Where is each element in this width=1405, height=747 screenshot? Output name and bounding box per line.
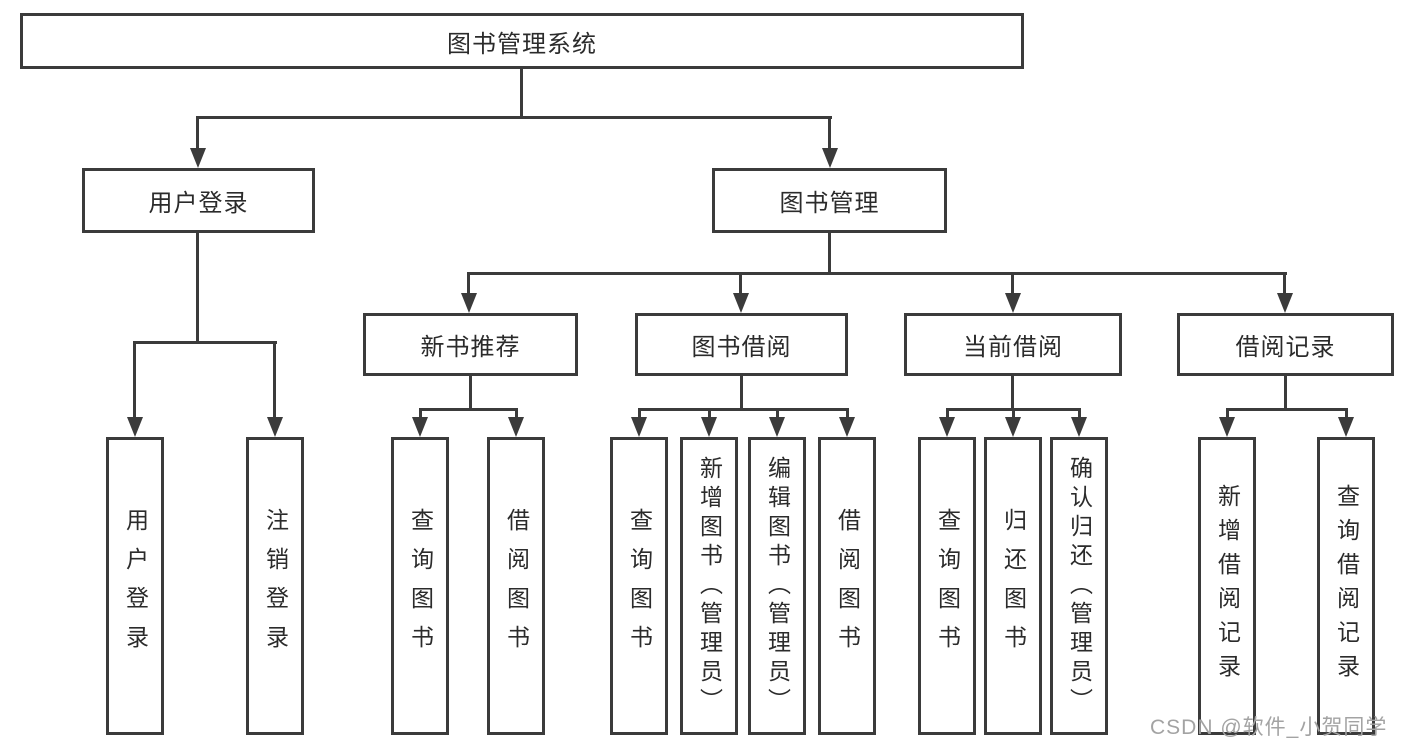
leaf-borrow-books-borrowing: 借阅图书 (818, 437, 876, 735)
connector-line (1012, 408, 1015, 420)
connector-line (1226, 408, 1229, 420)
connector-line (196, 116, 199, 152)
connector-line (469, 376, 472, 411)
connector-line (133, 341, 277, 344)
leaf-confirm-return-admin: 确认归还（管理员） (1050, 437, 1108, 735)
leaf-user-login: 用户登录 (106, 437, 164, 735)
connector-line (1283, 272, 1286, 297)
leaf-query-books-current: 查询图书 (918, 437, 976, 735)
leaf-edit-books-admin: 编辑图书（管理员） (748, 437, 806, 735)
leaf-query-borrow-record: 查询借阅记录 (1317, 437, 1375, 735)
connector-line (1284, 376, 1287, 411)
connector-line (739, 272, 742, 297)
node-library-system: 图书管理系统 (20, 13, 1024, 69)
arrow-down-icon (461, 293, 477, 313)
connector-line (1078, 408, 1081, 420)
connector-line (419, 408, 518, 411)
connector-line (846, 408, 849, 420)
connector-line (419, 408, 422, 420)
connector-line (946, 408, 949, 420)
connector-line (515, 408, 518, 420)
node-user-login: 用户登录 (82, 168, 315, 233)
connector-line (1226, 408, 1348, 411)
arrow-down-icon (1219, 417, 1235, 437)
leaf-return-books: 归还图书 (984, 437, 1042, 735)
arrow-down-icon (127, 417, 143, 437)
connector-line (468, 272, 1287, 275)
watermark-text: CSDN @软件_小贺同学 (1150, 716, 1388, 739)
arrow-down-icon (412, 417, 428, 437)
arrow-down-icon (733, 293, 749, 313)
leaf-query-books-borrowing: 查询图书 (610, 437, 668, 735)
arrow-down-icon (190, 148, 206, 168)
arrow-down-icon (939, 417, 955, 437)
connector-line (1011, 376, 1014, 411)
connector-line (520, 69, 523, 118)
node-book-management: 图书管理 (712, 168, 947, 233)
connector-line (273, 341, 276, 421)
connector-line (828, 233, 831, 274)
connector-line (740, 376, 743, 411)
connector-line (708, 408, 711, 420)
arrow-down-icon (1338, 417, 1354, 437)
leaf-borrow-books-recommend: 借阅图书 (487, 437, 545, 735)
arrow-down-icon (1005, 293, 1021, 313)
connector-line (638, 408, 849, 411)
leaf-logout-login: 注销登录 (246, 437, 304, 735)
connector-line (197, 116, 832, 119)
arrow-down-icon (1277, 293, 1293, 313)
connector-line (196, 233, 199, 343)
arrow-down-icon (1071, 417, 1087, 437)
connector-line (1011, 272, 1014, 297)
node-current-borrowing: 当前借阅 (904, 313, 1122, 376)
arrow-down-icon (631, 417, 647, 437)
node-borrowing-records: 借阅记录 (1177, 313, 1394, 376)
arrow-down-icon (1005, 417, 1021, 437)
arrow-down-icon (508, 417, 524, 437)
connector-line (1345, 408, 1348, 420)
arrow-down-icon (701, 417, 717, 437)
connector-line (638, 408, 641, 420)
connector-line (828, 116, 831, 152)
arrow-down-icon (822, 148, 838, 168)
node-book-borrowing: 图书借阅 (635, 313, 848, 376)
leaf-query-books-recommend: 查询图书 (391, 437, 449, 735)
arrow-down-icon (769, 417, 785, 437)
connector-line (776, 408, 779, 420)
arrow-down-icon (839, 417, 855, 437)
connector-line (467, 272, 470, 297)
connector-line (133, 341, 136, 421)
arrow-down-icon (267, 417, 283, 437)
node-new-book-recommendation: 新书推荐 (363, 313, 578, 376)
leaf-add-borrow-record: 新增借阅记录 (1198, 437, 1256, 735)
leaf-add-books-admin: 新增图书（管理员） (680, 437, 738, 735)
